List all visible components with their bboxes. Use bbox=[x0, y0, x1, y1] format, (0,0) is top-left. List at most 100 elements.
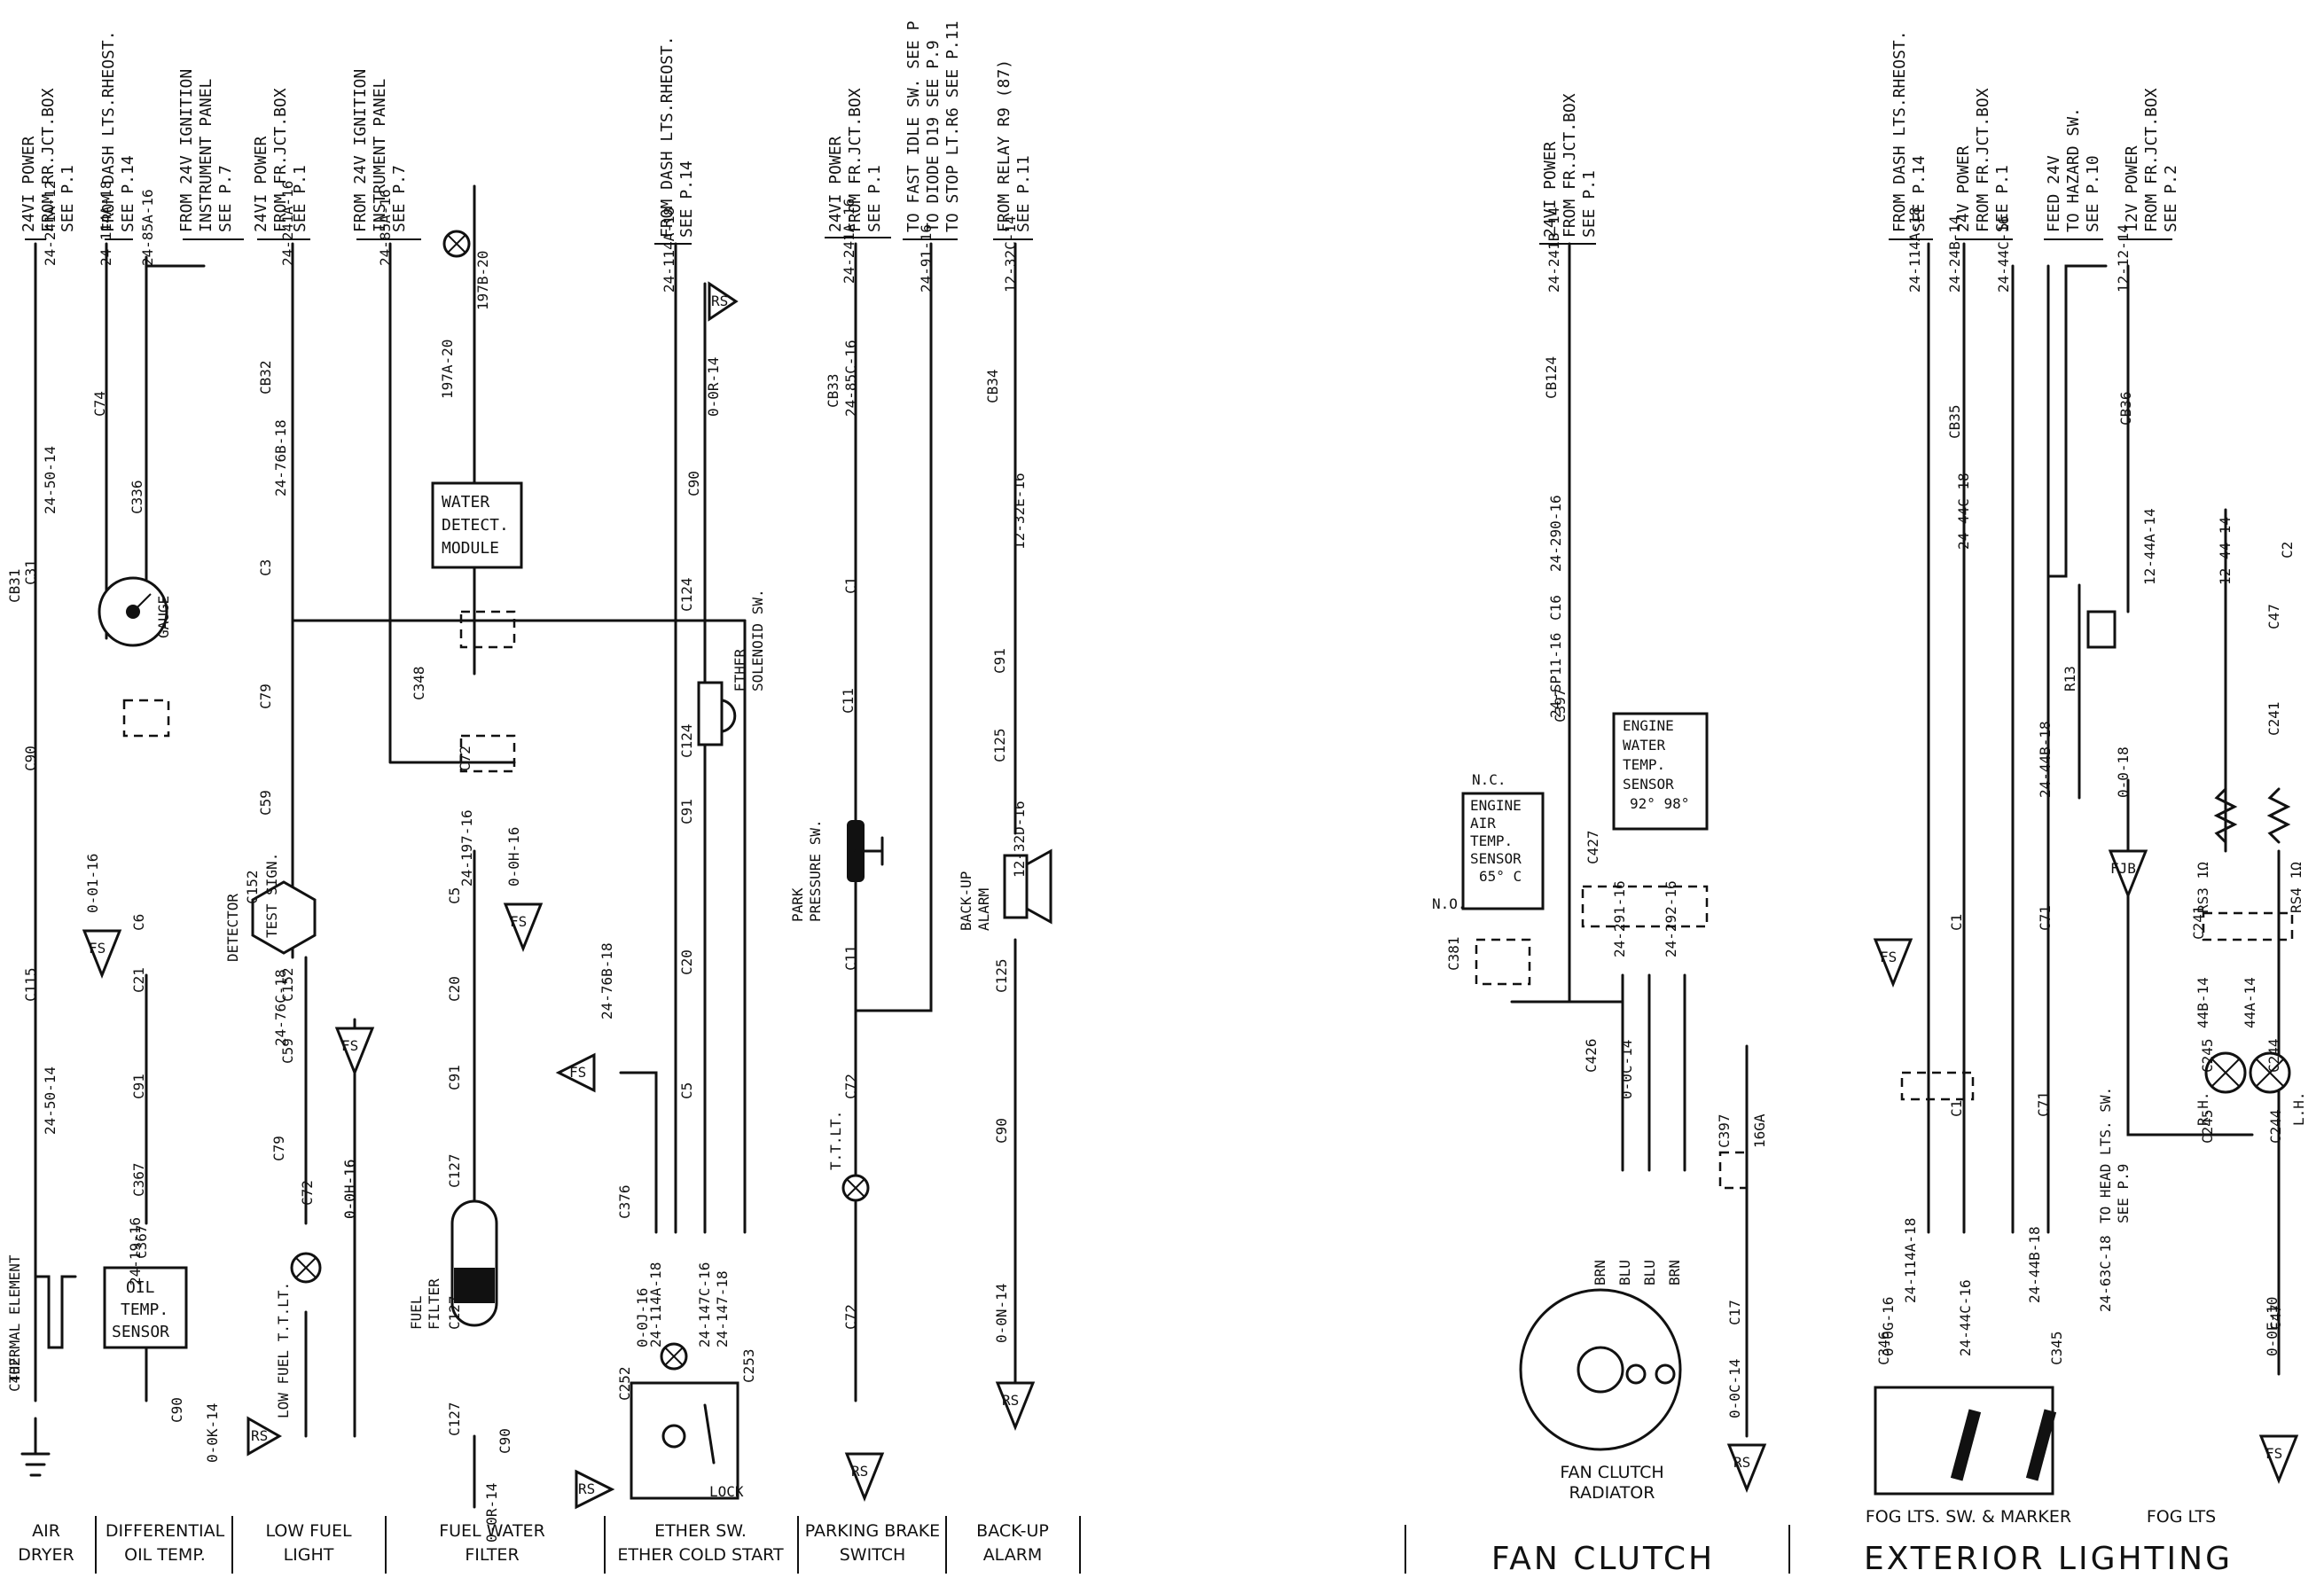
connector-label: C397 bbox=[1716, 1113, 1733, 1148]
ether-solenoid-icon: ETHER SOLENOID SW. bbox=[697, 589, 766, 746]
wire-code-label: 24-241A-16 bbox=[841, 199, 857, 284]
wire-code-label: 24-85A-16 bbox=[377, 189, 394, 266]
section-fuel-water-2: FILTER bbox=[465, 1545, 519, 1565]
svg-text:FS: FS bbox=[569, 1064, 586, 1081]
top-note-6-line-1: FROM DASH LTS.RHEOST. bbox=[658, 35, 677, 238]
fan-wire-1: BRN bbox=[1592, 1260, 1608, 1285]
wire-code-label: 0-0J-16 bbox=[634, 1288, 651, 1348]
connector-label: C47 bbox=[2267, 1304, 2284, 1330]
rs3-label: RS3 1Ω bbox=[2195, 862, 2211, 913]
top-note-8-line-2: TO DIODE D19 SEE P.9 bbox=[924, 40, 943, 232]
wire-code-label: 197A-20 bbox=[439, 340, 456, 399]
connector-label: C90 bbox=[497, 1428, 513, 1454]
connector-label: C336 bbox=[129, 480, 145, 514]
connector-label: C152 bbox=[244, 870, 261, 904]
wire-code-label: 24-44B-18 bbox=[2026, 1226, 2043, 1303]
top-note-5-line-2: INSTRUMENT PANEL bbox=[371, 78, 389, 232]
backup-alarm-2: ALARM bbox=[975, 888, 992, 931]
connector-label: C397 bbox=[1552, 688, 1569, 723]
wire-code-label: 12-44A-14 bbox=[2141, 508, 2158, 585]
connector-label: CB124 bbox=[1543, 356, 1560, 399]
detector-icon: DETECTOR TEST SIGN. bbox=[224, 853, 317, 962]
exterior-lighting-group-title: EXTERIOR LIGHTING bbox=[1864, 1541, 2233, 1577]
connector-label: C127 bbox=[446, 1295, 463, 1330]
section-air-dryer-1: AIR bbox=[32, 1521, 60, 1541]
connector-label: C72 bbox=[842, 1304, 859, 1330]
wires bbox=[34, 184, 2281, 1509]
lamp-icon bbox=[660, 1342, 688, 1371]
wire-code-label: 24-76C-18 bbox=[272, 969, 289, 1046]
top-note-14-line-2: FROM FR.JCT.BOX bbox=[2142, 88, 2161, 232]
note-box-1: 24VI POWER FROM RR.JCT.BOX SEE P.1 bbox=[20, 88, 77, 240]
connector-label: C241 bbox=[2190, 905, 2207, 940]
water-temp-line-2: WATER bbox=[1623, 737, 1666, 754]
top-note-14-line-3: SEE P.2 bbox=[2162, 165, 2180, 232]
connector-label: C90 bbox=[168, 1397, 185, 1423]
water-temp-line-4: SENSOR bbox=[1623, 776, 1674, 793]
connector-label: C346 bbox=[1875, 1331, 1892, 1365]
wire-code-label: 0-0E-10 bbox=[2264, 1297, 2281, 1356]
top-note-1-line-3: SEE P.1 bbox=[59, 165, 77, 232]
wire-code-label: 24-91-16 bbox=[918, 224, 935, 293]
connector-label: C124 bbox=[678, 577, 695, 612]
oil-temp-sensor: OIL TEMP. SENSOR bbox=[103, 1266, 188, 1349]
fan-clutch-icon: BRN BLU BLU BRN bbox=[1519, 1260, 1683, 1451]
water-detect-line-1: WATER bbox=[442, 493, 489, 512]
top-note-7-line-1: 24VI POWER bbox=[826, 136, 845, 232]
wire-code-label: 24-114A-18 bbox=[661, 207, 677, 293]
connector-label: C124 bbox=[678, 723, 695, 758]
connector-label: C367 bbox=[130, 1162, 147, 1197]
thermal-element-icon: THERMAL ELEMENT bbox=[6, 1254, 77, 1383]
water-temp-line-5: 92° 98° bbox=[1630, 795, 1689, 812]
wire-code-label: 197B-20 bbox=[474, 251, 491, 310]
fan-clutch-radiator-1: FAN CLUTCH bbox=[1560, 1463, 1663, 1482]
connector-label: C127 bbox=[446, 1153, 463, 1188]
top-note-3-line-3: SEE P.7 bbox=[216, 165, 235, 232]
top-note-8-line-3: TO STOP LT.R6 SEE P.11 bbox=[943, 21, 962, 232]
connector-label: CB32 bbox=[257, 360, 274, 394]
top-note-13-line-3: SEE P.10 bbox=[2084, 155, 2102, 232]
connector-label: C21 bbox=[130, 967, 147, 993]
connector-label: C91 bbox=[130, 1074, 147, 1099]
section-fuel-water-1: FUEL WATER bbox=[439, 1521, 545, 1541]
connector-label: C91 bbox=[991, 648, 1008, 674]
connector-label: C31 bbox=[22, 559, 39, 585]
connector-label: C74 bbox=[91, 391, 108, 417]
connector-label: C91 bbox=[446, 1065, 463, 1090]
svg-text:RS: RS bbox=[251, 1427, 268, 1444]
top-note-2-line-2: SEE P.14 bbox=[119, 155, 137, 232]
lock-label: LOCK bbox=[709, 1483, 744, 1500]
resistors: RS3 1Ω RS4 1Ω R.H. L.H. bbox=[2195, 787, 2307, 1126]
connector-label: CB35 bbox=[1946, 404, 1963, 439]
fs-symbol: FS bbox=[82, 929, 122, 980]
wire-code-label: 24-114A-18 bbox=[647, 1262, 664, 1348]
wire-code-label: 12-32E-16 bbox=[1011, 473, 1028, 550]
connector-label: C367 bbox=[133, 1224, 150, 1259]
fog-lts-label: FOG LTS bbox=[2147, 1507, 2216, 1527]
water-detect-module: WATER DETECT. MODULE bbox=[431, 481, 523, 569]
air-temp-line-5: 65° C bbox=[1479, 868, 1522, 885]
rs4-label: RS4 1Ω bbox=[2288, 862, 2304, 913]
backup-alarm-1: BACK-UP bbox=[958, 871, 974, 931]
rh-label: R.H. bbox=[2195, 1091, 2211, 1126]
connector-label: C6 bbox=[130, 914, 147, 931]
top-note-4-line-1: 24VI POWER bbox=[252, 136, 270, 232]
lamp-icons bbox=[290, 230, 2291, 1459]
lamp-icon bbox=[290, 1252, 322, 1284]
wire-code-label: 24-24B-14 bbox=[1946, 215, 1963, 293]
fs-symbol: FS bbox=[555, 1052, 596, 1093]
connector-label: C426 bbox=[1583, 1038, 1600, 1073]
wire-code-label: 16GA bbox=[1751, 1113, 1768, 1148]
section-ether-2: ETHER COLD START bbox=[617, 1545, 784, 1565]
top-note-12-line-2: FROM FR.JCT.BOX bbox=[1974, 88, 1992, 232]
wire-code-label: 24-76B-18 bbox=[599, 942, 615, 1019]
park-pressure-1: PARK bbox=[789, 887, 806, 922]
top-note-12-line-3: SEE P.1 bbox=[1993, 165, 2012, 232]
svg-text:RS: RS bbox=[711, 293, 728, 309]
wire-code-label: 12-32D-16 bbox=[1011, 801, 1028, 878]
relay-r13: R13 bbox=[2062, 610, 2117, 691]
svg-text:RS: RS bbox=[1733, 1454, 1750, 1471]
wire-code-label: 24-44C-16 bbox=[1995, 215, 2012, 293]
